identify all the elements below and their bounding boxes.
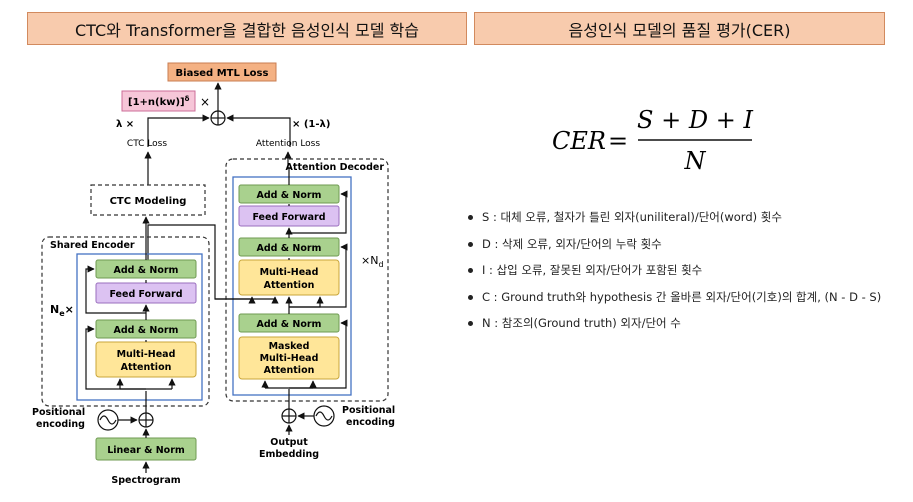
decoder-masked-mha-label-1: Multi-Head <box>260 353 319 364</box>
encoder-repeat-label: Ne× <box>50 303 74 318</box>
decoder-block <box>232 176 352 396</box>
biased-mtl-loss-label: Biased MTL Loss <box>176 68 269 79</box>
decoder-repeat-label: ×Nd <box>361 254 384 269</box>
encoder-feed-forward-label: Feed Forward <box>109 289 182 300</box>
decoder-add-norm-3-label: Add & Norm <box>257 190 322 201</box>
definition-item-c: C : Ground truth와 hypothesis 간 올바른 외자/단어… <box>468 288 881 315</box>
formula-equals: = <box>608 127 628 155</box>
attention-loss-label: Attention Loss <box>256 139 320 149</box>
decoder-add-norm-2-label: Add & Norm <box>257 243 322 254</box>
formula-numerator: S + D + I <box>637 106 753 134</box>
ctc-modeling-box <box>90 184 206 216</box>
definition-item-s: S : 대체 오류, 철자가 틀린 외자(uniliteral)/단어(word… <box>468 208 881 235</box>
encoder-mha-label-2: Attention <box>121 362 172 373</box>
definition-item-d: D : 삭제 오류, 외자/단어의 누락 횟수 <box>468 235 881 262</box>
bias-times-sign: × <box>200 95 210 109</box>
encoder-add-norm-1-label: Add & Norm <box>114 325 179 336</box>
decoder-masked-mha-label-2: Attention <box>264 365 315 376</box>
cer-formula-svg: CER = S + D + I N <box>552 106 753 175</box>
decoder-mha-label-1: Multi-Head <box>260 267 319 278</box>
left-section-header: CTC와 Transformer을 결합한 음성인식 모델 학습 <box>27 12 467 45</box>
bullet-icon <box>468 321 473 326</box>
lambda-weight: λ × <box>116 119 134 130</box>
decoder-masked-mha <box>238 336 340 380</box>
encoder-mha-label-1: Multi-Head <box>117 349 176 360</box>
one-minus-lambda-weight: × (1-λ) <box>292 119 330 130</box>
ctc-loss-label: CTC Loss <box>127 139 167 149</box>
cer-term-definitions: S : 대체 오류, 철자가 틀린 외자(uniliteral)/단어(word… <box>468 208 881 341</box>
decoder-positional-label-1: Positional <box>342 405 395 416</box>
encoder-positional-label-2: encoding <box>36 419 85 430</box>
encoder-block <box>76 253 203 401</box>
attention-decoder-frame <box>225 158 389 402</box>
architecture-svg: Biased MTL Loss [1+n(kw)]δ × λ × × (1-λ)… <box>32 62 395 486</box>
definition-text: D : 삭제 오류, 외자/단어의 누락 횟수 <box>482 236 662 251</box>
cer-formula: CER = S + D + I N <box>540 95 770 175</box>
decoder-add-norm-1-label: Add & Norm <box>257 319 322 330</box>
bullet-icon <box>468 215 473 220</box>
bullet-icon <box>468 241 473 247</box>
ctc-modeling-label: CTC Modeling <box>110 196 187 207</box>
decoder-positional-label-2: encoding <box>346 417 395 428</box>
output-embedding-label-1: Output <box>270 437 308 448</box>
decoder-masked-label: Masked <box>269 341 310 352</box>
bullet-icon <box>468 268 473 273</box>
definition-text: C : Ground truth와 hypothesis 간 올바른 외자/단어… <box>482 289 882 304</box>
linear-norm-label: Linear & Norm <box>107 445 185 456</box>
definition-item-i: I : 삽입 오류, 잘못된 외자/단어가 포함된 횟수 <box>468 261 881 288</box>
attention-decoder-label: Attention Decoder <box>286 162 385 173</box>
output-embedding-label-2: Embedding <box>259 449 319 460</box>
definition-item-n: N : 참조의(Ground truth) 외자/단어 수 <box>468 314 881 341</box>
bullet-icon <box>468 294 473 300</box>
definition-text: S : 대체 오류, 철자가 틀린 외자(uniliteral)/단어(word… <box>482 210 782 224</box>
formula-denominator: N <box>684 147 707 175</box>
decoder-feed-forward-label: Feed Forward <box>252 212 325 223</box>
decoder-mha-label-2: Attention <box>264 280 315 291</box>
shared-encoder-label: Shared Encoder <box>50 240 135 251</box>
right-section-header: 음성인식 모델의 품질 평가(CER) <box>474 12 885 45</box>
keyword-bias-term: [1+n(kw)]δ <box>128 95 190 108</box>
biased-mtl-loss-box <box>167 62 277 82</box>
encoder-positional-label-1: Positional <box>32 407 85 418</box>
definition-text: N : 참조의(Ground truth) 외자/단어 수 <box>482 316 681 330</box>
keyword-bias-box <box>121 90 196 112</box>
formula-lhs: CER <box>552 127 606 155</box>
ctc-transformer-architecture-diagram: Biased MTL Loss [1+n(kw)]δ × λ × × (1-λ)… <box>30 55 400 495</box>
definition-text: I : 삽입 오류, 잘못된 외자/단어가 포함된 횟수 <box>482 263 703 277</box>
encoder-add-norm-2-label: Add & Norm <box>114 265 179 276</box>
shared-encoder-frame <box>41 236 210 407</box>
spectrogram-label: Spectrogram <box>111 475 180 486</box>
